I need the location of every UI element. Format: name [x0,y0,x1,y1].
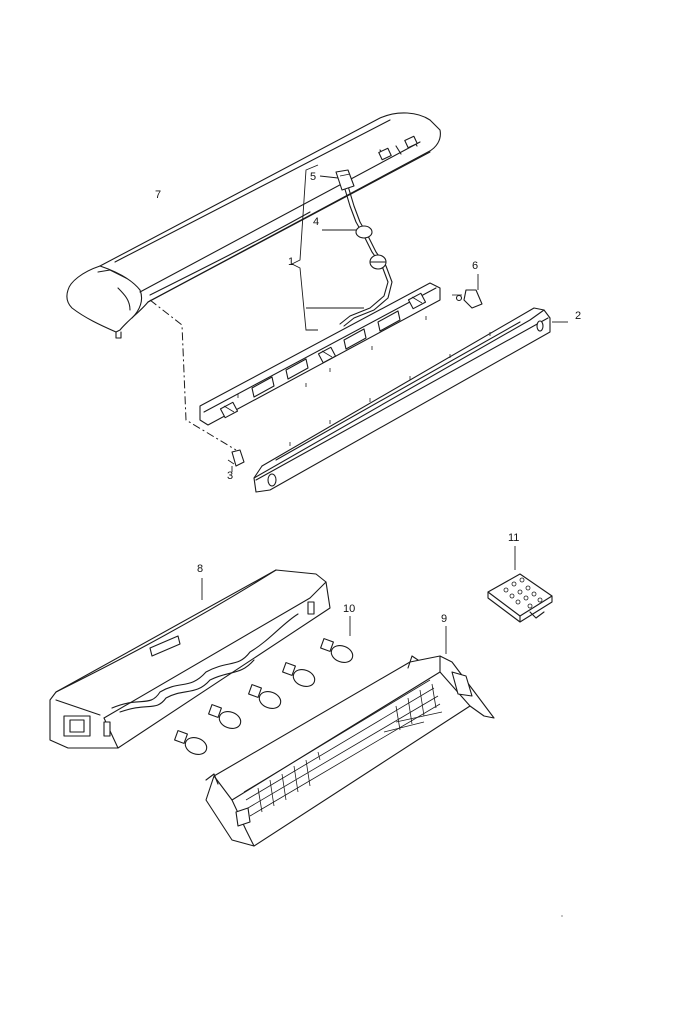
alignment-line-7 [149,299,237,451]
part-11-circuit-board [487,546,553,623]
bulb [282,662,316,687]
part-7-housing-cover [66,112,441,339]
part-3-clip [227,449,245,472]
callout-6: 6 [472,260,478,272]
callout-10: 10 [343,603,355,615]
speck [561,915,563,917]
callout-8: 8 [197,563,203,575]
callout-7: 7 [155,189,161,201]
bulb [320,638,354,663]
bulb [208,704,242,729]
bracket-line-1 [290,164,319,331]
reflector-grid [243,679,443,817]
callout-3: 3 [227,470,233,482]
part-2-lens-strip [253,307,568,493]
callout-11: 11 [508,532,519,544]
callout-5: 5 [310,171,316,183]
part-10-bulbs [174,616,354,755]
bulb [248,684,282,709]
part-9-reflector [205,626,495,847]
part-6-clip [452,274,483,309]
callout-2: 2 [575,310,581,322]
callout-1: 1 [288,256,294,268]
callout-4: 4 [313,216,319,228]
part-8-lower-housing [49,569,331,749]
part-4-5-cable [335,169,393,327]
bulb [174,730,208,755]
part-1-bracket [199,282,441,426]
callout-9: 9 [441,613,447,625]
